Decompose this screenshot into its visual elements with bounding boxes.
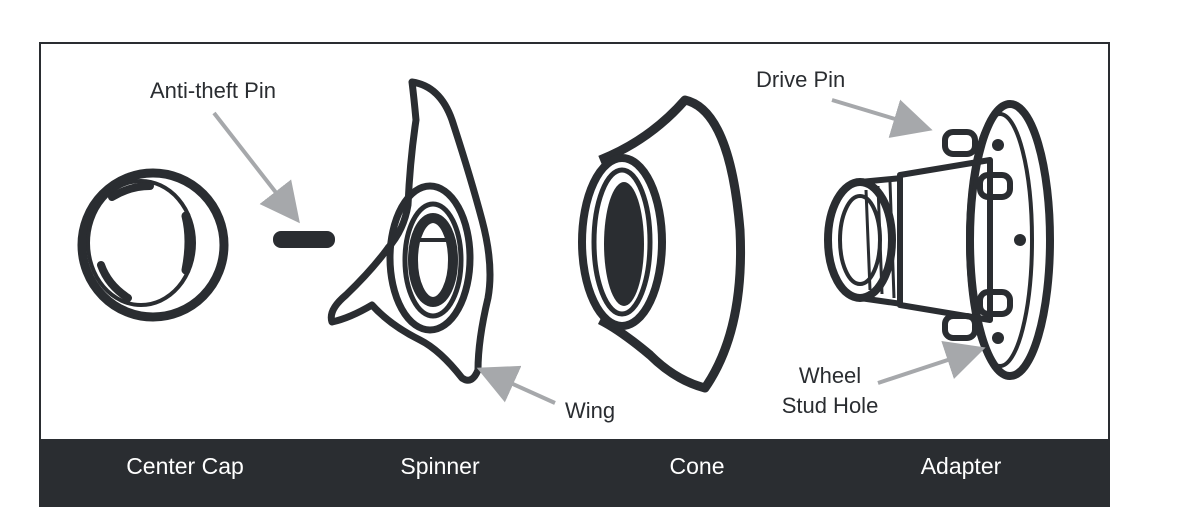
callout-wing: Wing — [565, 398, 616, 423]
arrow-wing — [476, 365, 556, 405]
arrow-wheel-stud-hole — [877, 341, 986, 385]
part-label-adapter: Adapter — [920, 453, 1002, 479]
callout-wheel-stud-hole-line1: Wheel — [798, 363, 862, 388]
anti-theft-pin-drawing — [273, 231, 335, 248]
adapter-drawing — [824, 100, 1054, 380]
part-label-spinner: Spinner — [400, 453, 480, 479]
callout-anti-theft-pin: Anti-theft Pin — [150, 78, 276, 103]
spinner-drawing — [327, 78, 494, 384]
part-label-cone: Cone — [669, 453, 725, 479]
arrow-anti-theft-pin — [212, 111, 300, 224]
callout-arrows — [212, 98, 986, 405]
cone-drawing — [578, 95, 746, 393]
callout-drive-pin: Drive Pin — [756, 67, 846, 92]
part-label-center-cap: Center Cap — [126, 453, 244, 479]
callout-wheel-stud-hole-line2: Stud Hole — [781, 393, 879, 418]
center-cap-drawing — [77, 168, 229, 322]
arrow-drive-pin — [831, 98, 933, 138]
callout-wheel-stud-hole: Wheel Stud Hole — [770, 361, 890, 421]
parts-label-bar: Center Cap Spinner Cone Adapter — [41, 439, 1108, 505]
